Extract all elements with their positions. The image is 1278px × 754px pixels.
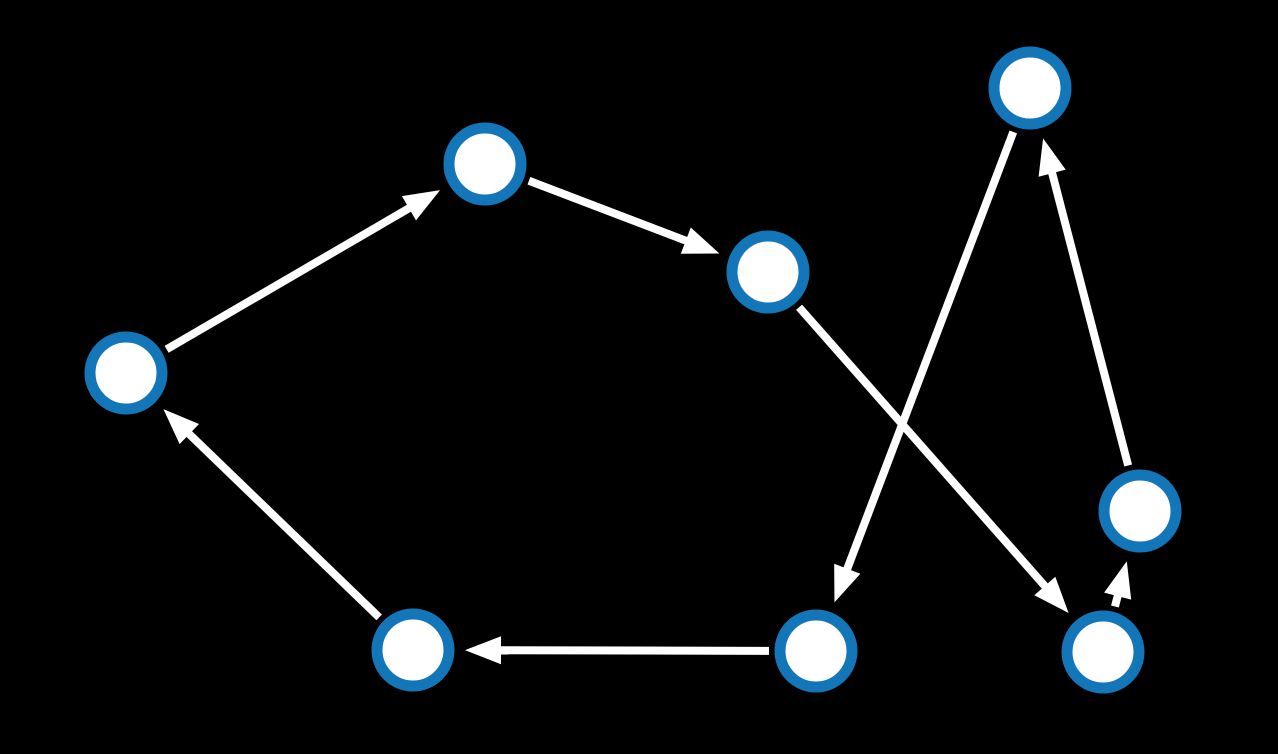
graph-node-n-top-right — [988, 46, 1072, 130]
graph-edge-n-mid-to-n-bottom-right — [796, 304, 1051, 592]
graph-node-n-right — [1098, 469, 1182, 553]
graph-node-n-bottom-right — [1061, 610, 1145, 694]
graph-edge-n-right-to-n-top-right — [1047, 168, 1133, 467]
arrowhead-icon-n-left-to-n-top-mid — [401, 190, 441, 221]
graph-edge-n-bottom-mid-to-n-bottom-left — [496, 646, 770, 655]
arrowhead-icon-n-bottom-right-to-n-right — [1104, 561, 1132, 600]
arrowhead-icon-n-mid-to-n-bottom-right — [1034, 576, 1069, 613]
graph-edge-n-left-to-n-top-mid — [164, 202, 415, 353]
graph-node-n-bottom-mid — [774, 609, 858, 693]
arrowhead-icon-n-top-right-to-n-bottom-mid — [834, 563, 861, 603]
graph-edge-n-top-mid-to-n-mid — [527, 177, 691, 246]
graph-node-n-left — [84, 331, 168, 415]
graph-node-n-mid — [726, 230, 810, 314]
graph-edge-n-top-right-to-n-bottom-mid — [842, 130, 1018, 574]
arrowhead-icon-n-top-mid-to-n-mid — [680, 227, 720, 254]
graph-node-n-top-mid — [443, 122, 527, 206]
graph-edge-n-bottom-left-to-n-left — [183, 428, 382, 621]
graph-node-n-bottom-left — [371, 608, 455, 692]
arrowhead-icon-n-bottom-left-to-n-left — [163, 409, 200, 445]
arrowhead-icon-n-right-to-n-top-right — [1038, 138, 1066, 177]
arrowhead-icon-n-bottom-mid-to-n-bottom-left — [464, 636, 502, 665]
